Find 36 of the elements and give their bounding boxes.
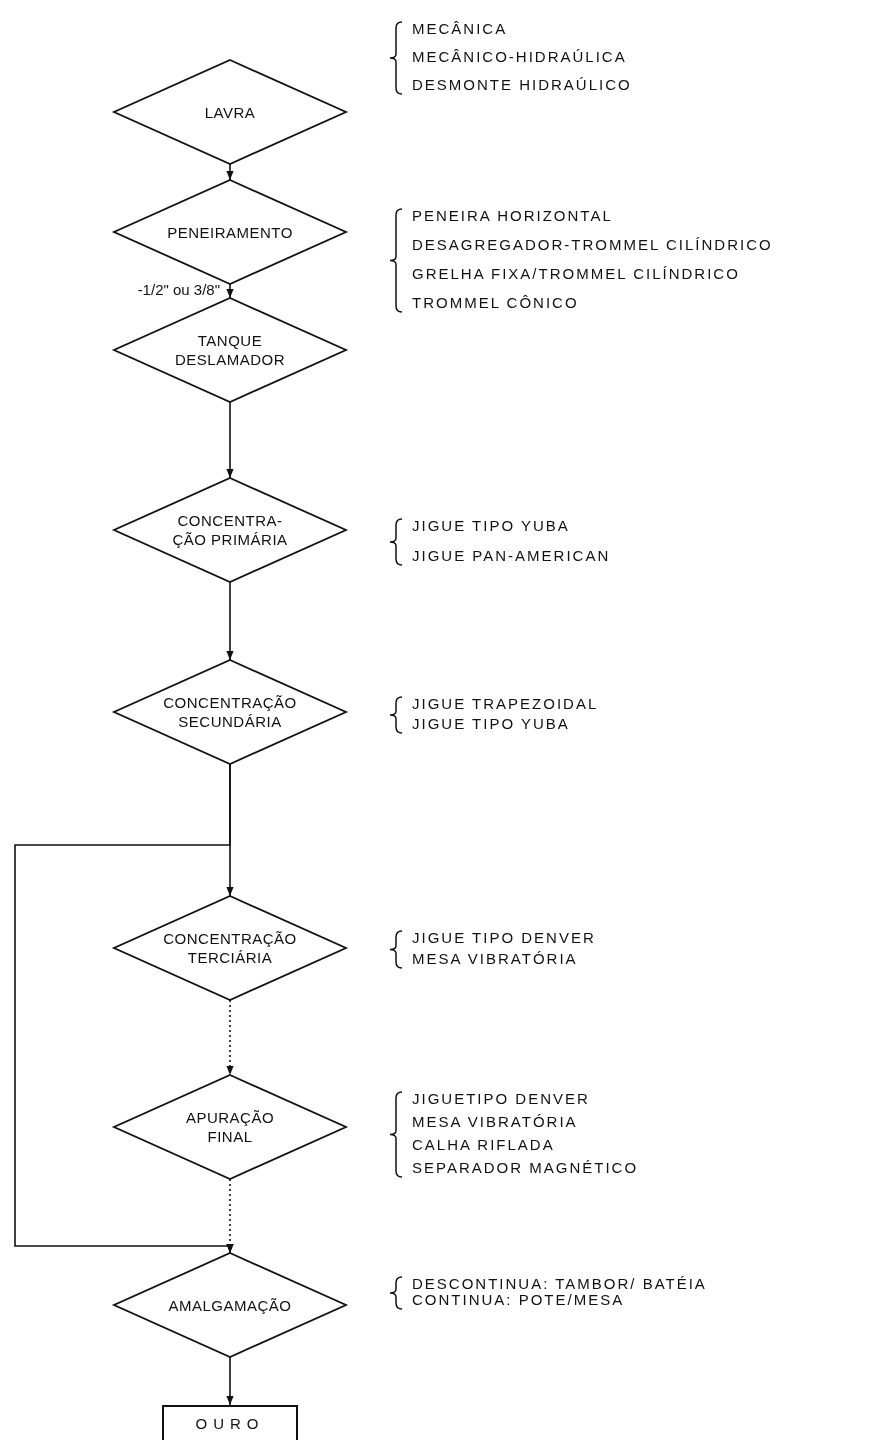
side-note: JIGUE PAN-AMERICAN <box>412 547 611 565</box>
side-note: MECÂNICO-HIDRAÚLICA <box>412 48 627 66</box>
arrow <box>226 1356 234 1406</box>
arrow <box>226 581 234 661</box>
side-note: SEPARADOR MAGNÉTICO <box>412 1159 639 1177</box>
node-label: TANQUE DESLAMADOR <box>173 331 286 369</box>
side-note: PENEIRA HORIZONTAL <box>412 207 613 225</box>
node-label: OURO <box>195 1413 265 1433</box>
arrow <box>226 401 234 479</box>
side-note: JIGUE TIPO YUBA <box>412 517 570 535</box>
side-note: GRELHA FIXA/TROMMEL CILÍNDRICO <box>412 265 740 283</box>
side-note: DESAGREGADOR-TROMMEL CILÍNDRICO <box>412 236 773 254</box>
node-label: AMALGAMAÇÃO <box>168 1295 292 1315</box>
side-note: DESMONTE HIDRAÚLICO <box>412 76 632 94</box>
side-note: MECÂNICA <box>412 20 508 38</box>
side-note: CONTINUA: POTE/MESA <box>412 1291 625 1309</box>
arrow <box>14 763 234 1254</box>
side-note: DESCONTINUA: TAMBOR/ BATÉIA <box>412 1275 707 1293</box>
node-label: PENEIRAMENTO <box>167 222 293 242</box>
arrow <box>226 999 234 1076</box>
side-note: JIGUE TIPO YUBA <box>412 715 570 733</box>
node-label: CONCENTRA-ÇÃO PRIMÁRIA <box>171 511 289 549</box>
node-label: CONCENTRAÇÃO TERCIÁRIA <box>162 929 298 967</box>
node-label: CONCENTRAÇÃO SECUNDÁRIA <box>162 693 298 731</box>
side-note: MESA VIBRATÓRIA <box>412 1113 578 1131</box>
side-note: CALHA RIFLADA <box>412 1136 555 1154</box>
node-label: APURAÇÃO FINAL <box>184 1108 276 1146</box>
edge-label: -1/2" ou 3/8" <box>137 281 220 298</box>
side-note: JIGUE TRAPEZOIDAL <box>412 695 599 713</box>
node-label: LAVRA <box>204 102 256 122</box>
side-note: JIGUETIPO DENVER <box>412 1090 590 1108</box>
arrow <box>226 163 234 181</box>
side-note: MESA VIBRATÓRIA <box>412 950 578 968</box>
side-note: TROMMEL CÔNICO <box>412 294 579 312</box>
arrow <box>226 283 234 299</box>
side-note: JIGUE TIPO DENVER <box>412 929 596 947</box>
